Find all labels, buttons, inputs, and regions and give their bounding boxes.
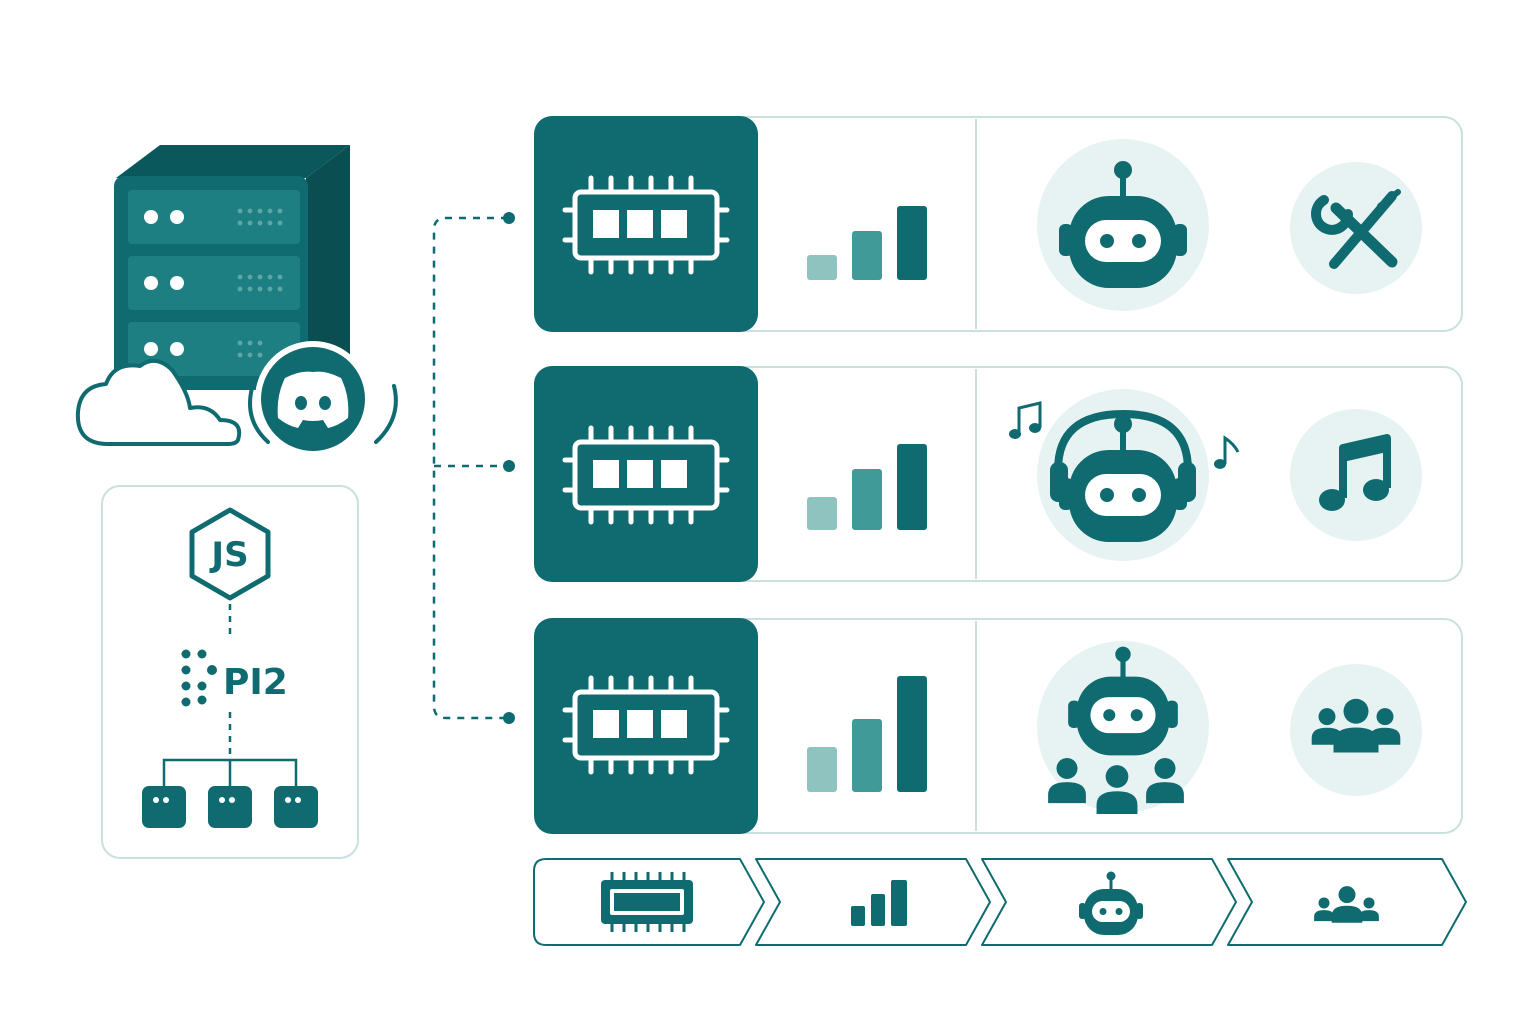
process-tree [142, 758, 318, 828]
tier-row-basic [534, 116, 1463, 332]
signal-bars-icon [807, 444, 927, 530]
connector-dot [503, 212, 515, 224]
nodejs-logo-icon: JS [189, 507, 271, 601]
process-box [208, 786, 252, 828]
music-note-small-icon [1214, 435, 1240, 469]
pm2-label: PI2 [223, 662, 288, 703]
server-unit [128, 190, 300, 244]
music-note-icon [1319, 434, 1391, 511]
tier-row-music [534, 366, 1463, 582]
tier-row-community [534, 618, 1463, 834]
connector-lines [432, 216, 508, 720]
process-box [274, 786, 318, 828]
server-rack-icon [114, 145, 350, 390]
cloud-icon [75, 358, 242, 446]
pm2-logo-icon: PI2 [181, 649, 288, 707]
connector-dot [503, 712, 515, 724]
tools-icon [1311, 189, 1401, 269]
signal-bars-icon [807, 676, 927, 792]
stack-panel: JS PI2 [101, 485, 359, 859]
music-note-small-icon [1009, 401, 1042, 439]
nodejs-label: JS [209, 535, 248, 575]
robot-headphones-icon [1050, 409, 1196, 542]
process-box [142, 786, 186, 828]
server-unit [128, 322, 300, 376]
connector-dot [503, 460, 515, 472]
signal-bars-icon [807, 206, 927, 280]
discord-logo-icon [248, 341, 398, 457]
server-unit [128, 256, 300, 310]
bar-chart-icon [851, 880, 907, 926]
memory-chip-icon [601, 872, 693, 932]
